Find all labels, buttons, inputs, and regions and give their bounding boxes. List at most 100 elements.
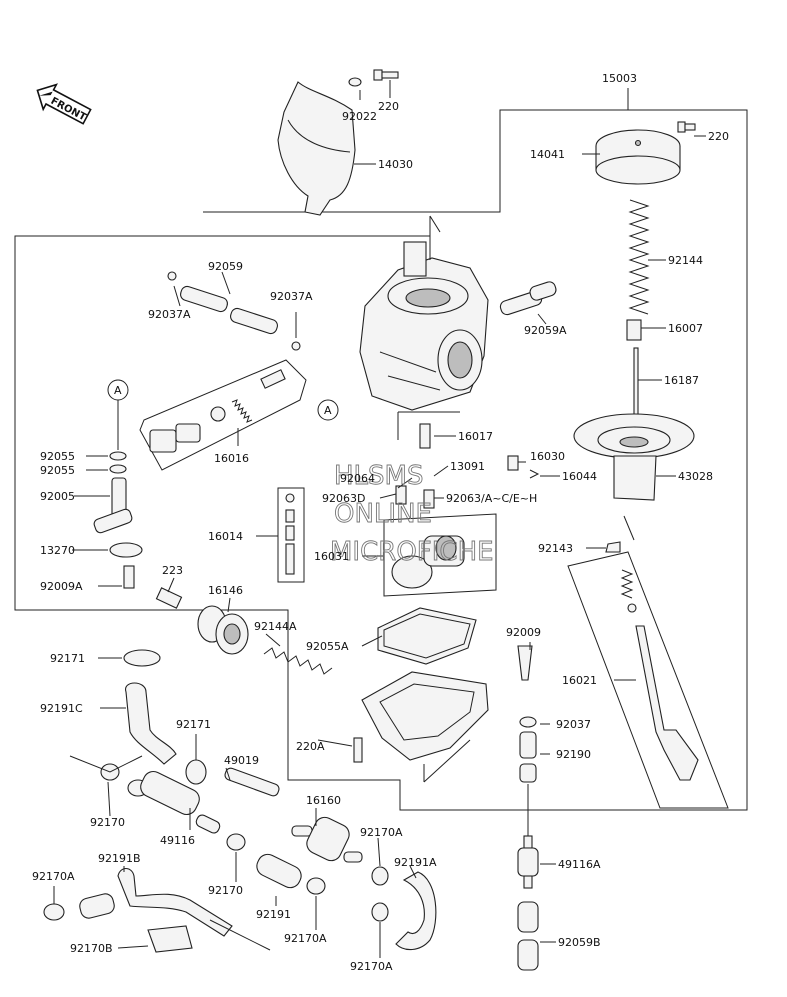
clip-16044 <box>529 469 540 479</box>
clamp-92170a-f <box>43 903 65 921</box>
part-label: 220A <box>296 740 325 753</box>
oring-92055-2 <box>109 464 127 474</box>
part-labels: 15003 220 92022 14030 14041 220 92144 16… <box>32 72 729 973</box>
part-label: 16016 <box>214 452 249 465</box>
screw-92009a <box>123 565 135 589</box>
part-label: 92055 <box>40 450 75 463</box>
part-label: 92059A <box>524 324 567 337</box>
clip-92037a-2 <box>291 341 301 351</box>
choke-plunger-part <box>149 369 286 453</box>
part-label: 13091 <box>450 460 485 473</box>
jet-223 <box>155 587 183 609</box>
part-label: 92144A <box>254 620 297 633</box>
diaphragm-piston-part <box>573 413 695 501</box>
part-label: 92191B <box>98 852 141 865</box>
assembly-outline <box>14 109 748 811</box>
top-cover-part <box>277 81 356 216</box>
part-label: 92171 <box>176 718 211 731</box>
clamp-92171-b <box>185 759 207 785</box>
part-label: 16146 <box>208 584 243 597</box>
part-label: 92170 <box>90 816 125 829</box>
watermark-line-1: HLSMS <box>334 461 423 491</box>
part-label: 223 <box>162 564 183 577</box>
part-label: 92144 <box>668 254 703 267</box>
tube-92059b <box>517 901 539 933</box>
part-label: 16031 <box>314 550 349 563</box>
part-label: 16007 <box>668 322 703 335</box>
part-label: 92055 <box>40 464 75 477</box>
needle-jet-holder-part <box>391 535 465 589</box>
jet-92063 <box>423 489 435 509</box>
svg-text:A: A <box>114 384 122 397</box>
part-label: 92191A <box>394 856 437 869</box>
part-label: 92171 <box>50 652 85 665</box>
clamp-92170-b <box>226 833 246 851</box>
part-label: 92037A <box>270 290 313 303</box>
part-label: 49116A <box>558 858 601 871</box>
pipe-92191 <box>256 853 302 889</box>
part-label: 92170B <box>70 942 113 955</box>
part-label: 92170 <box>208 884 243 897</box>
part-label: 15003 <box>602 72 637 85</box>
watermark: HLSMS ONLINE MICROFICHE <box>330 461 494 568</box>
part-label: 92055A <box>306 640 349 653</box>
part-label: 92143 <box>538 542 573 555</box>
part-label: 220 <box>378 100 399 113</box>
filter-49116a <box>517 835 539 889</box>
jet-needle-part <box>633 347 639 421</box>
jet-16030 <box>507 455 519 471</box>
cap-92190 <box>519 731 537 759</box>
pipe-49019 <box>224 767 280 797</box>
fitting-92005 <box>93 477 133 534</box>
part-label: 16044 <box>562 470 597 483</box>
spring-92144 <box>628 199 650 315</box>
part-label: 16021 <box>562 674 597 687</box>
part-label: 13270 <box>40 544 75 557</box>
clamp-92170a-d <box>371 866 389 886</box>
part-label: 14041 <box>530 148 565 161</box>
part-label: 92063D <box>322 492 365 505</box>
clamp-92170a-c <box>306 877 326 895</box>
part-label: 92191C <box>40 702 83 715</box>
part-label: 92170A <box>32 870 75 883</box>
part-label: 92009A <box>40 580 83 593</box>
clip-92037 <box>519 716 537 728</box>
part-label: 16160 <box>306 794 341 807</box>
part-label: 92190 <box>556 748 591 761</box>
screw-220-cap <box>677 121 696 133</box>
float-16146 <box>197 605 249 655</box>
hose-92191c <box>125 682 177 765</box>
part-label: 92191 <box>256 908 291 921</box>
clip-92037a <box>167 271 177 281</box>
clamp-92171 <box>123 649 161 667</box>
part-label: 92022 <box>342 110 377 123</box>
part-label: 92170A <box>360 826 403 839</box>
part-label: 92064 <box>340 472 375 485</box>
part-label: 14030 <box>378 158 413 171</box>
part-label: 49116 <box>160 834 195 847</box>
part-label: 92059B <box>558 936 601 949</box>
bracket-92170b <box>147 925 193 953</box>
plate-13270 <box>109 542 143 558</box>
part-label: 92170A <box>284 932 327 945</box>
part-label: 49019 <box>224 754 259 767</box>
part-label: 16187 <box>664 374 699 387</box>
leader-lines <box>53 80 706 958</box>
tube-92059 <box>180 285 278 335</box>
watermark-line-2: ONLINE <box>334 499 432 529</box>
filter-49116 <box>127 770 221 834</box>
jet-16017 <box>419 423 431 449</box>
spring-92144a <box>263 647 333 675</box>
screw-92009 <box>517 645 533 681</box>
part-label: 92059 <box>208 260 243 273</box>
part-label: 16017 <box>458 430 493 443</box>
screw-220-top <box>373 69 399 81</box>
svg-text:A: A <box>324 404 332 417</box>
carburetor-body-part <box>359 241 489 411</box>
part-label: 16014 <box>208 530 243 543</box>
needle-holder-part <box>626 319 642 341</box>
hose-92191a <box>395 871 437 951</box>
part-label: 92005 <box>40 490 75 503</box>
clamp-92170a-e <box>371 902 389 922</box>
